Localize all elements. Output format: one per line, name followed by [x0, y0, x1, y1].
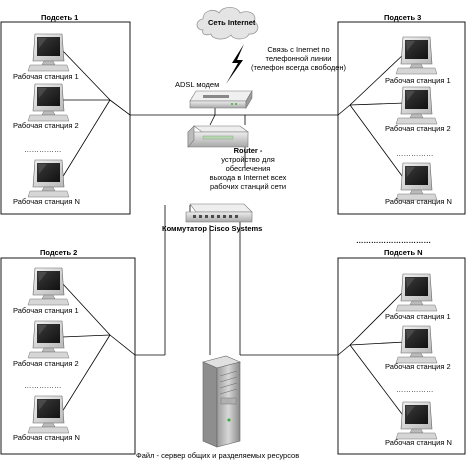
router-desc-line: выхода в Internet всех — [209, 173, 287, 182]
link-note-line: (телефон всегда свободен) — [250, 63, 347, 72]
workstation-1-icon — [27, 267, 70, 306]
workstation-ellipsis: …………… — [24, 381, 62, 390]
workstation-n-label: Рабочая станция N — [13, 197, 80, 206]
adsl-modem-label: ADSL модем — [175, 80, 220, 89]
subnet-n-title: Подсеть N — [384, 248, 423, 257]
workstation-2-label: Рабочая станция 2 — [385, 362, 451, 371]
workstation-n-icon — [395, 401, 438, 440]
workstation-2-icon — [395, 86, 438, 125]
workstation-n-label: Рабочая станция N — [385, 438, 452, 447]
router-desc-line: устройство для — [221, 155, 275, 164]
subnet-1-frame — [0, 21, 131, 215]
subnet-n-frame — [337, 257, 466, 455]
workstation-2-icon — [27, 83, 70, 122]
workstation-1-label: Рабочая станция 1 — [13, 72, 79, 81]
internet-cloud-icon — [196, 6, 259, 40]
workstation-1-label: Рабочая станция 1 — [385, 76, 451, 85]
workstation-n-label: Рабочая станция N — [385, 197, 452, 206]
file-server-label: Файл - сервер общих и разделяемых ресурс… — [136, 451, 300, 460]
subnet-ellipsis: ………………………… — [356, 236, 431, 245]
workstation-1-icon — [395, 36, 438, 75]
workstation-2-label: Рабочая станция 2 — [13, 359, 79, 368]
workstation-1-icon — [395, 273, 438, 312]
subnet-3-frame — [337, 21, 466, 215]
workstation-2-icon — [395, 325, 438, 364]
workstation-n-icon — [27, 395, 70, 434]
subnet-2-frame — [0, 257, 136, 455]
adsl-modem-icon — [189, 89, 253, 110]
lightning-icon — [226, 44, 244, 84]
router-icon — [187, 125, 249, 148]
subnet-2-title: Подсеть 2 — [40, 248, 78, 257]
router-title: Router - — [233, 146, 263, 155]
subnet-1-title: Подсеть 1 — [41, 13, 79, 22]
switch-icon — [185, 203, 253, 223]
link-note-line: телефонной линии — [265, 54, 332, 63]
workstation-ellipsis: …………… — [396, 385, 434, 394]
workstation-2-icon — [27, 320, 70, 359]
workstation-2-label: Рабочая станция 2 — [385, 124, 451, 133]
workstation-n-icon — [27, 159, 70, 198]
switch-label: Коммутатор Cisco Systems — [162, 224, 263, 233]
workstation-2-label: Рабочая станция 2 — [13, 121, 79, 130]
link-note: Связь с Inernet по телефонной линии (тел… — [246, 45, 351, 72]
internet-label: Сеть Internet — [208, 18, 256, 27]
subnet-3-title: Подсеть 3 — [384, 13, 422, 22]
router-desc-line: рабочих станций сети — [209, 182, 287, 191]
router-description: Router - устройство для обеспечения выхо… — [193, 146, 303, 191]
workstation-n-label: Рабочая станция N — [13, 433, 80, 442]
workstation-1-label: Рабочая станция 1 — [13, 306, 79, 315]
router-desc-line: обеспечения — [225, 164, 271, 173]
workstation-ellipsis: …………… — [24, 145, 62, 154]
workstation-n-icon — [395, 162, 438, 201]
network-links — [61, 49, 406, 419]
workstation-1-label: Рабочая станция 1 — [385, 312, 451, 321]
workstation-1-icon — [27, 33, 70, 72]
file-server-icon — [202, 355, 241, 448]
link-note-line: Связь с Inernet по — [267, 45, 330, 54]
workstation-ellipsis: …………… — [396, 149, 434, 158]
